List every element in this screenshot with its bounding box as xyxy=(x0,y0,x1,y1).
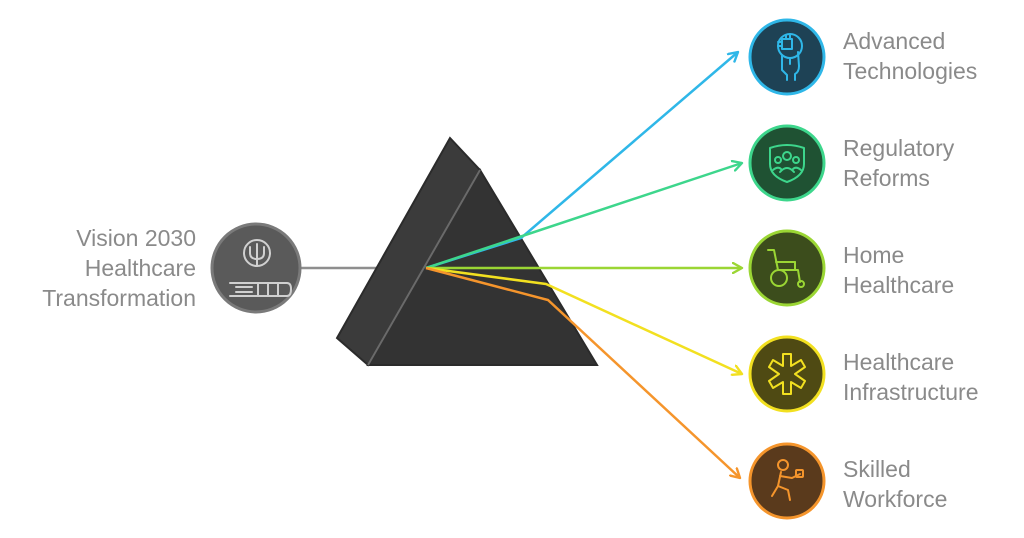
medical-star-icon xyxy=(768,353,806,395)
output-healthcare-infrastructure[interactable] xyxy=(425,266,826,413)
label-healthcare-infrastructure-line-2: Infrastructure xyxy=(843,379,979,405)
label-healthcare-infrastructure: Healthcare Infrastructure xyxy=(843,347,979,407)
wheelchair-icon xyxy=(767,249,805,288)
worker-icon xyxy=(771,459,804,501)
output-advanced-technologies[interactable] xyxy=(425,18,826,270)
source-label-line-1: Vision 2030 xyxy=(76,225,196,251)
output-skilled-workforce[interactable] xyxy=(425,266,826,520)
label-home-healthcare-line-2: Healthcare xyxy=(843,272,955,298)
output-regulatory-reforms[interactable] xyxy=(425,124,826,270)
source-label-line-2: Healthcare xyxy=(84,255,196,281)
label-advanced-technologies-line-2: Technologies xyxy=(843,58,978,84)
label-skilled-workforce: Skilled Workforce xyxy=(843,454,947,514)
hand-chip-icon xyxy=(777,33,803,81)
label-advanced-technologies: Advanced Technologies xyxy=(843,26,977,86)
label-regulatory-reforms-line-1: Regulatory xyxy=(843,135,955,161)
output-home-healthcare[interactable] xyxy=(426,229,826,307)
label-home-healthcare-line-1: Home xyxy=(843,242,905,268)
source-label-line-3: Transformation xyxy=(42,285,196,311)
beam-regulatory-reforms xyxy=(425,163,742,270)
shield-people-icon xyxy=(769,144,805,183)
label-regulatory-reforms-line-2: Reforms xyxy=(843,165,930,191)
prism xyxy=(335,136,599,367)
label-advanced-technologies-line-1: Advanced xyxy=(843,28,946,54)
beam-skilled-workforce xyxy=(425,266,740,478)
label-regulatory-reforms: Regulatory Reforms xyxy=(843,133,954,193)
label-skilled-workforce-line-2: Workforce xyxy=(843,486,948,512)
source-label: Vision 2030 Healthcare Transformation xyxy=(42,223,196,313)
source-node[interactable] xyxy=(210,222,302,314)
label-home-healthcare: Home Healthcare xyxy=(843,240,954,300)
label-skilled-workforce-line-1: Skilled xyxy=(843,456,911,482)
beam-healthcare-infrastructure xyxy=(425,266,742,374)
label-healthcare-infrastructure-line-1: Healthcare xyxy=(843,349,955,375)
psi-scroll-icon xyxy=(229,239,292,297)
